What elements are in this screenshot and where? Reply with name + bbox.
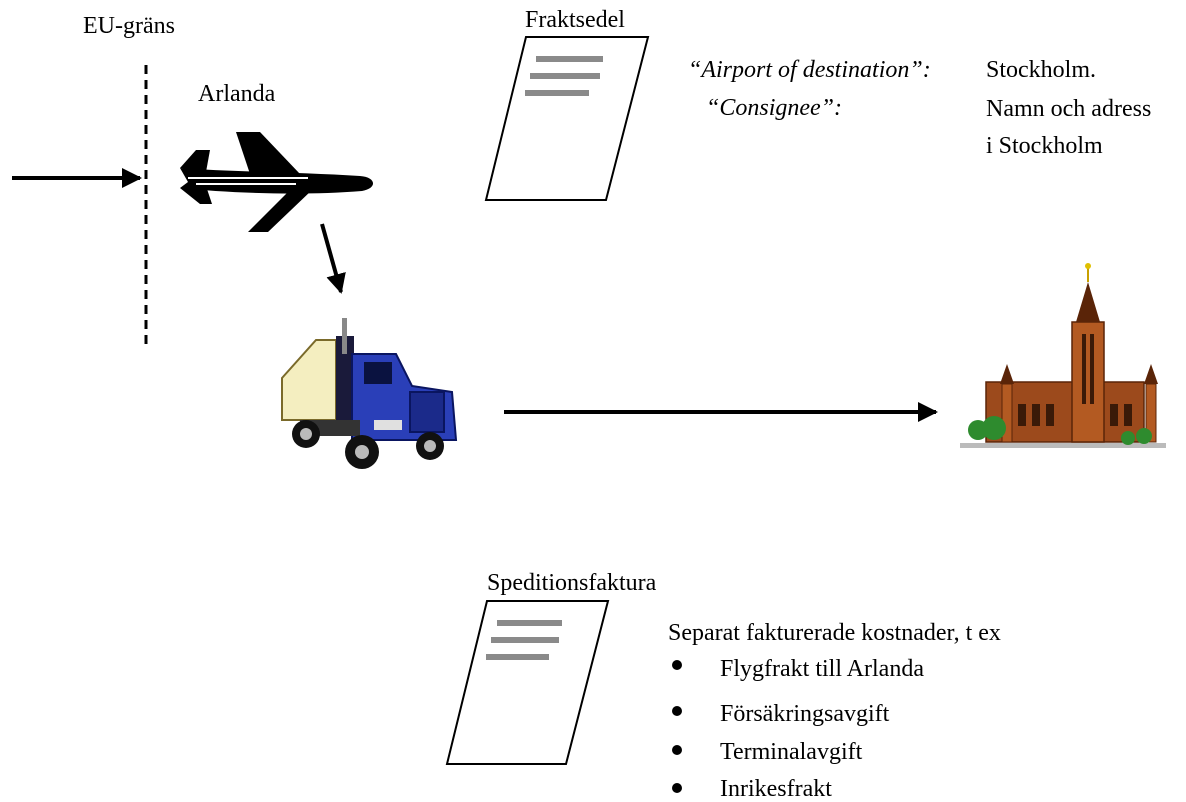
airport-of-destination-key: “Airport of destination”: [688,57,931,83]
invoice-title: Speditionsfaktura [487,570,657,596]
costs-intro: Separat fakturerade kostnader, t ex [668,620,1001,646]
cost-item: Flygfrakt till Arlanda [720,656,924,682]
airport-of-destination-value: Stockholm. [986,57,1097,83]
eu-border-label: EU-gräns [83,13,175,39]
invoice-document-icon [445,600,610,765]
plane-to-truck-arrow [320,223,346,294]
city-hall-icon [960,263,1166,448]
truck-icon [281,318,458,469]
bullet-icon [672,783,682,793]
waybill-title: Fraktsedel [525,7,625,33]
bullet-icon [672,745,682,755]
airplane-icon [180,132,374,232]
consignee-value-line: i Stockholm [986,133,1103,159]
cost-item: Terminalavgift [720,739,863,765]
cost-item: Försäkringsavgift [720,701,890,727]
bullet-icon [672,660,682,670]
consignee-key: “Consignee”: [706,95,843,121]
bullet-icon [672,706,682,716]
waybill-document-icon [484,36,650,201]
consignee-value-line: Namn och adress [986,96,1152,122]
cost-item: Inrikesfrakt [720,776,832,802]
airport-label: Arlanda [198,81,276,107]
